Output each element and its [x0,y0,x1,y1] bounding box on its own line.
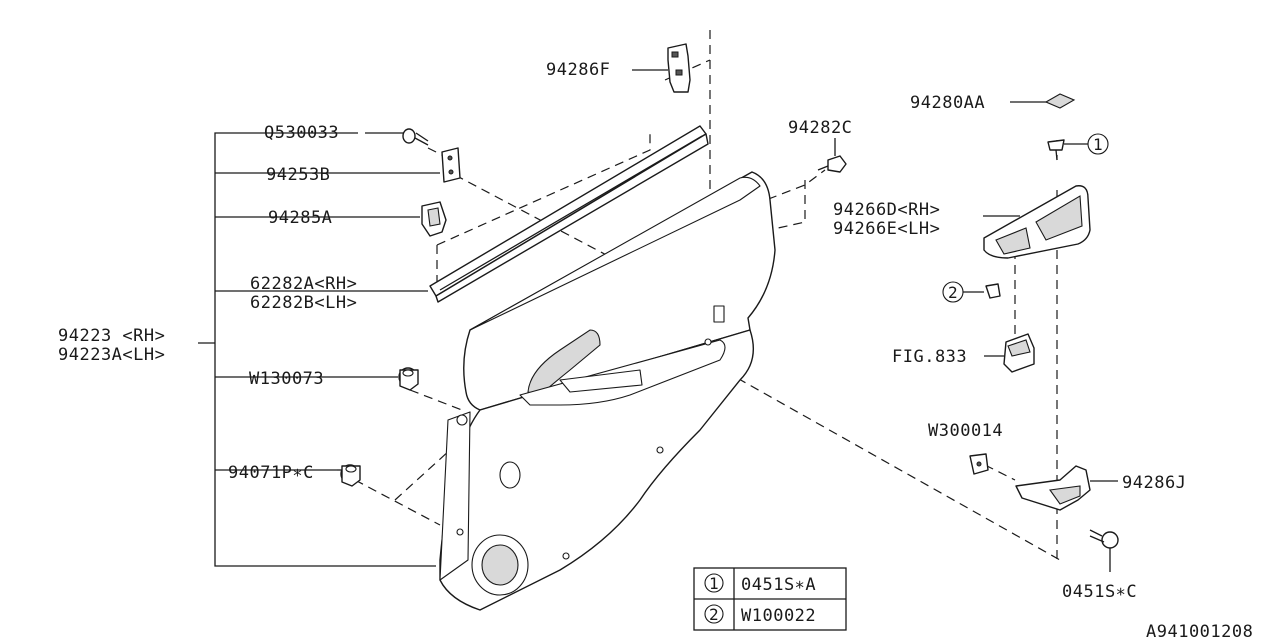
label-0451SC: 0451S∗C [1062,582,1137,602]
weatherstrip-62282[interactable] [429,125,709,303]
legend-table [693,567,847,631]
clip-callout-2[interactable] [942,281,1001,303]
label-94253B: 94253B [266,165,330,185]
callout-2-label: 2 [948,283,958,302]
clip-W130073[interactable] [398,367,419,391]
screw-0451SC[interactable] [1089,529,1119,572]
label-94286F: 94286F [546,60,610,80]
plate-94253B[interactable] [427,147,461,183]
clip-94282C[interactable] [817,138,847,173]
callout-1-label: 1 [1093,135,1103,154]
legend-key-1: 1 [709,574,719,593]
label-94266E: 94266E<LH> [833,219,940,239]
screw-Q530033[interactable] [402,128,429,146]
legend-part-1: 0451S∗A [741,575,816,595]
diagram-id: A941001208 [1146,622,1253,640]
clip-94285A[interactable] [421,201,447,237]
screw-callout-1[interactable] [1047,133,1109,161]
door-trim-panel-94223[interactable] [439,171,776,611]
clip-94071P[interactable] [340,464,361,487]
switch-fig833[interactable] [984,333,1035,373]
legend-key-2: 2 [709,605,719,624]
label-94286J: 94286J [1122,473,1186,493]
label-94223A: 94223A<LH> [58,345,165,365]
label-94285A: 94285A [268,208,332,228]
label-94071P: 94071P∗C [228,463,314,483]
switch-panel-94266[interactable] [983,185,1091,259]
legend-part-2: W100022 [741,606,816,626]
label-62282B: 62282B<LH> [250,293,357,313]
label-Q530033: Q530033 [264,123,339,143]
bracket-94286F[interactable] [632,43,691,93]
label-94280AA: 94280AA [910,93,985,113]
left-bracket-lines [198,132,440,567]
label-fig833: FIG.833 [892,347,967,367]
label-94282C: 94282C [788,118,852,138]
label-94266D: 94266D<RH> [833,200,940,220]
nut-W300014[interactable] [969,453,989,475]
label-94223: 94223 <RH> [58,326,165,346]
label-W300014: W300014 [928,421,1003,441]
label-W130073: W130073 [249,369,324,389]
bracket-94286J[interactable] [1015,465,1118,511]
cap-94280AA[interactable] [1010,93,1076,109]
label-62282A: 62282A<RH> [250,274,357,294]
